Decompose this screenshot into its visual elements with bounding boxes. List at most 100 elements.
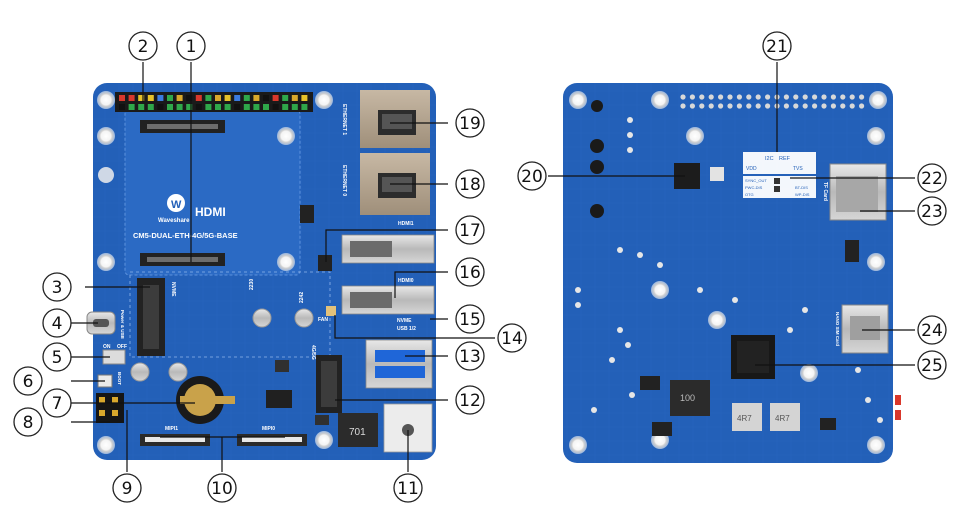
callout-12: 12: [455, 385, 485, 415]
callout-14: 14: [497, 323, 527, 353]
callout-4: 4: [42, 308, 72, 338]
tf-card-label: TF Card: [822, 182, 828, 201]
hdmi-port-1: [341, 234, 435, 264]
back-board: I2C REF VDD TVS SYNC_OUT PWC-DIS OTG BT-…: [563, 83, 901, 463]
cm5-module-area: [124, 109, 301, 276]
callout-8: 8: [13, 407, 43, 437]
callout-7: 7: [42, 388, 72, 418]
size-2230-label: 2230: [249, 279, 255, 290]
leader-lines: [71, 62, 915, 472]
config-switches: SYNC_OUT PWC-DIS OTG BT-DIS WP-DIS: [743, 176, 816, 198]
callout-number: 16: [459, 263, 481, 283]
pin-header-left: [96, 393, 124, 423]
callout-2: 2: [128, 31, 158, 61]
fan-label: FAN: [318, 317, 328, 323]
callout-number: 6: [23, 372, 34, 392]
callout-number: 10: [211, 479, 233, 499]
callout-number: 14: [501, 329, 523, 349]
callout-number: 9: [122, 479, 133, 499]
nvme-slot-label: NVME: [170, 282, 176, 297]
fan-connector: [326, 306, 336, 316]
nvme-usb-label: NVME: [397, 318, 412, 324]
gpio-through-holes: [680, 94, 865, 109]
callout-number: 23: [921, 202, 943, 222]
callout-number: 5: [52, 348, 63, 368]
otg-label: OTG: [745, 192, 754, 197]
i2c-label: I2C: [765, 156, 774, 162]
inductor-4r7a-label: 4R7: [737, 414, 752, 423]
waveshare-logo-icon: W: [167, 194, 185, 212]
callout-number: 20: [521, 167, 543, 187]
callout-number: 13: [459, 347, 481, 367]
callout-1: 1: [176, 31, 206, 61]
ethernet1-label: ETHERNET 1: [341, 104, 347, 135]
inductor-701: 701: [338, 413, 378, 447]
callout-18: 18: [455, 169, 485, 199]
nano-sim-label: NANO SIM Card: [835, 312, 840, 346]
vdd-label: VDD: [746, 166, 757, 172]
boot-label: BOOT: [117, 372, 122, 385]
sync-out-label: SYNC_OUT: [745, 178, 767, 183]
front-board: W Waveshare HDMI CM5-DUAL-ETH-4G/5G-BASE…: [86, 83, 436, 460]
callout-20: 20: [517, 161, 547, 191]
bt-dis-label: BT-DIS: [795, 185, 808, 190]
hdmi0-label: HDMI0: [398, 278, 414, 284]
callout-number: 1: [186, 37, 197, 57]
dip-switch-label-block: I2C REF VDD TVS: [743, 152, 816, 174]
callout-number: 25: [921, 356, 943, 376]
inductor-701-label: 701: [349, 427, 366, 438]
gpio-header: [115, 92, 313, 112]
off-label: OFF: [117, 344, 127, 350]
callout-19: 19: [455, 108, 485, 138]
tf-card-slot: [829, 163, 887, 221]
tvs-label: TVS: [793, 166, 803, 172]
callout-13: 13: [455, 341, 485, 371]
ethernet0-label: ETHERNET 0: [341, 165, 347, 196]
callout-9: 9: [112, 473, 142, 503]
4g5g-m2-slot: [316, 355, 342, 413]
callout-number: 12: [459, 391, 481, 411]
inductor-4r7-a: 4R7: [732, 403, 762, 431]
usb-c-port: [86, 311, 116, 335]
mipi0-label: MIPI0: [262, 426, 275, 432]
size-2242-label: 2242: [299, 292, 305, 303]
callout-number: 2: [138, 37, 149, 57]
callout-25: 25: [917, 350, 947, 380]
rtc-battery-holder: [176, 376, 235, 424]
callout-11: 11: [393, 473, 423, 503]
callout-number: 21: [766, 37, 788, 57]
inductor-4r7-b: 4R7: [770, 403, 800, 431]
pwc-dis-label: PWC-DIS: [745, 185, 763, 190]
hdmi1-label: HDMI1: [398, 221, 414, 227]
inductor-100: 100: [670, 380, 710, 416]
brand-text: Waveshare: [158, 218, 190, 224]
ref-label: REF: [779, 156, 791, 162]
wp-dis-label: WP-DIS: [795, 192, 810, 197]
inductor-100-label: 100: [680, 393, 695, 403]
svg-text:W: W: [171, 199, 182, 211]
callout-6: 6: [13, 366, 43, 396]
callout-10: 10: [207, 473, 237, 503]
callout-15: 15: [455, 304, 485, 334]
callout-5: 5: [42, 342, 72, 372]
callout-number: 24: [921, 321, 943, 341]
callout-23: 23: [917, 196, 947, 226]
callout-number: 18: [459, 175, 481, 195]
main-controller-chip: [731, 335, 775, 379]
on-label: ON: [103, 344, 111, 350]
usb3-port: [365, 339, 433, 389]
board-model-text: CM5-DUAL-ETH-4G/5G-BASE: [133, 231, 238, 240]
callout-number: 3: [52, 278, 63, 298]
callout-number: 19: [459, 114, 481, 134]
mipi1-connector: [140, 434, 210, 446]
usb12-label: USB 1/2: [397, 326, 416, 332]
m2-4g5g-label: 4G/5G: [310, 345, 316, 360]
inductor-4r7b-label: 4R7: [775, 414, 790, 423]
power-usb-label: Power & USB: [120, 310, 125, 340]
mipi0-connector: [237, 434, 307, 446]
callout-17: 17: [455, 215, 485, 245]
hdmi-logo-text: HDMI: [195, 205, 226, 219]
